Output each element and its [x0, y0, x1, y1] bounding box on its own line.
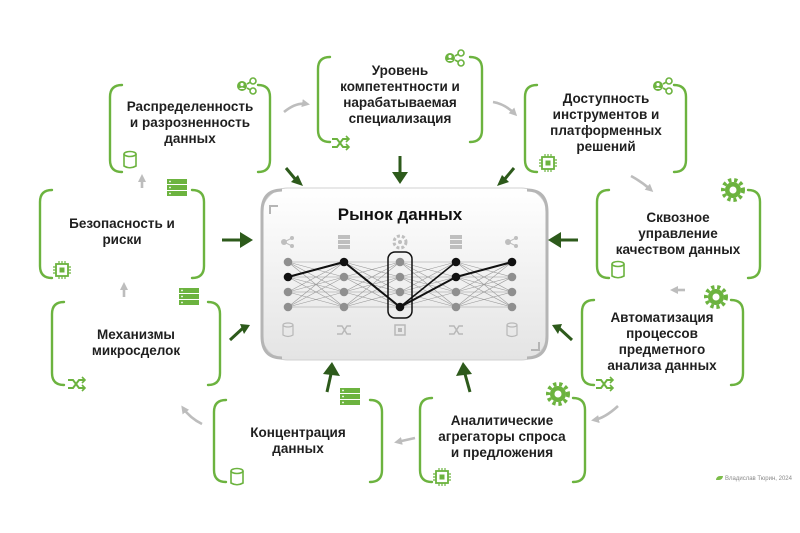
- nn-connection: [287, 261, 345, 308]
- nn-node: [395, 257, 405, 267]
- database-icon: [123, 150, 137, 169]
- chip-icon: [433, 468, 451, 486]
- nn-node: [507, 272, 517, 282]
- nn-node: [451, 257, 461, 267]
- gear-icon: [546, 382, 570, 406]
- gear-icon: [392, 234, 408, 250]
- node-icons: [53, 49, 745, 486]
- server-icon: [338, 235, 350, 249]
- nn-node: [339, 272, 349, 282]
- server-icon: [340, 388, 360, 405]
- gear-icon: [721, 178, 745, 202]
- chip-icon: [53, 261, 71, 279]
- share-user-icon: [237, 77, 257, 95]
- share-user-icon: [653, 77, 673, 95]
- database-icon: [230, 467, 244, 486]
- nn-node: [395, 272, 405, 282]
- shuffle-icon: [332, 135, 351, 151]
- center-arrows: [222, 156, 578, 393]
- leaf-icon: [716, 476, 723, 481]
- shuffle-icon: [68, 376, 87, 392]
- nn-highlight-connection: [455, 261, 513, 278]
- nn-connection: [399, 291, 457, 308]
- arrow-to-center-s1: [323, 362, 340, 376]
- nn-node: [339, 257, 349, 267]
- nn-node: [339, 287, 349, 297]
- center-title: Рынок данных: [337, 205, 463, 224]
- nn-highlight-connection: [287, 261, 345, 278]
- server-icon: [179, 288, 199, 305]
- node-brackets: [38, 55, 762, 484]
- nn-node: [283, 287, 293, 297]
- nn-connection: [455, 276, 513, 308]
- nn-connection: [343, 261, 401, 278]
- arrow-to-center-s2: [456, 362, 472, 376]
- nn-highlight-connection: [343, 261, 401, 308]
- nn-node: [507, 302, 517, 312]
- database-icon: [282, 322, 294, 338]
- shuffle-icon: [596, 376, 615, 392]
- nn-node: [451, 272, 461, 282]
- nn-layer-highlight: [387, 251, 413, 319]
- server-icon: [167, 179, 187, 196]
- arrow-to-center-ne: [497, 175, 509, 186]
- nn-connection: [399, 261, 457, 278]
- nn-connection: [287, 261, 345, 293]
- nn-connection: [455, 261, 513, 308]
- author-credit: Владислав Тюрин, 2024: [716, 476, 792, 482]
- chip-icon: [394, 324, 406, 336]
- nn-node: [283, 257, 293, 267]
- nn-connection: [399, 261, 457, 293]
- nn-node: [451, 302, 461, 312]
- arrow-to-center-e: [548, 232, 561, 248]
- database-icon: [611, 260, 625, 279]
- nn-connection: [343, 276, 401, 308]
- arrow-to-center-nw: [291, 175, 303, 186]
- shuffle-icon: [449, 325, 463, 335]
- nn-node: [339, 302, 349, 312]
- nn-connection: [343, 261, 401, 293]
- nn-node: [451, 287, 461, 297]
- nn-node: [283, 272, 293, 282]
- nn-node: [507, 257, 517, 267]
- nn-node: [395, 287, 405, 297]
- database-icon: [506, 322, 518, 338]
- nn-highlight-connection: [399, 261, 457, 308]
- arrow-to-center-se: [552, 324, 562, 334]
- gear-icon: [704, 285, 728, 309]
- server-icon: [450, 235, 462, 249]
- share-user-icon: [505, 236, 518, 248]
- arrow-to-center-n: [392, 172, 408, 184]
- nn-connection: [287, 291, 345, 308]
- nn-node: [395, 302, 405, 312]
- shuffle-icon: [337, 325, 351, 335]
- arrow-to-center-w: [240, 232, 253, 248]
- nn-node: [283, 302, 293, 312]
- nn-highlight-connection: [399, 276, 457, 308]
- nn-connection: [287, 276, 345, 308]
- nn-connection: [455, 291, 513, 308]
- arrow-to-center-sw: [240, 324, 250, 334]
- center-panel-icons: [281, 234, 518, 338]
- share-user-icon: [445, 49, 465, 67]
- cycle-arrows: [120, 99, 685, 445]
- center-panel: [260, 187, 549, 361]
- nn-node: [507, 287, 517, 297]
- chip-icon: [539, 154, 557, 172]
- neural-network: [283, 251, 517, 319]
- share-user-icon: [281, 236, 294, 248]
- nn-connection: [343, 291, 401, 308]
- nn-connection: [455, 261, 513, 293]
